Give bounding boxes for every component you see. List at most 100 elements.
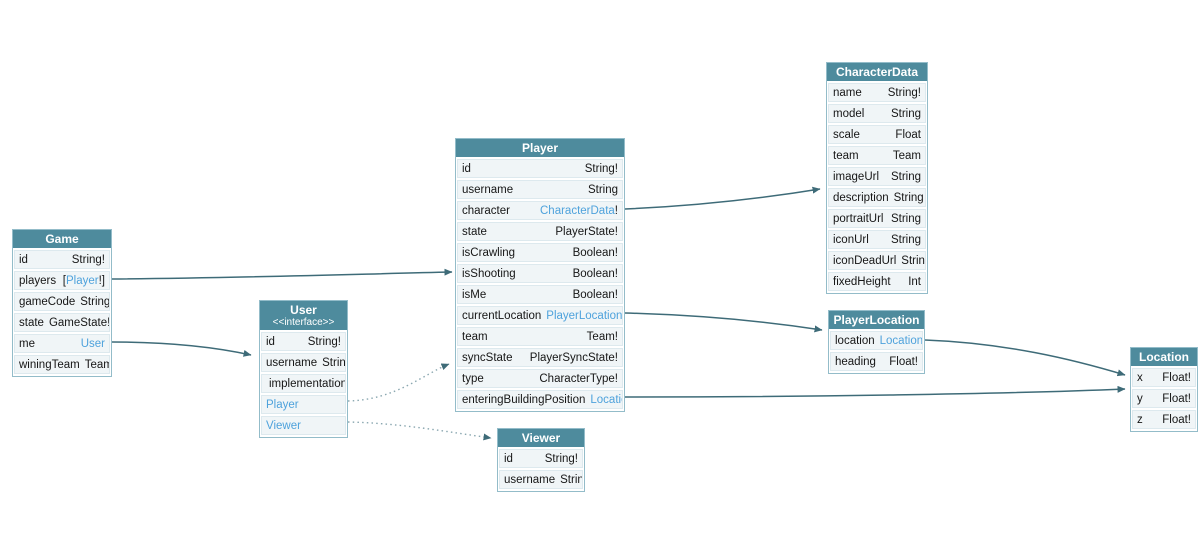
field-type: Location! (879, 334, 923, 347)
type-link-PlayerLocation[interactable]: PlayerLocation (546, 309, 623, 322)
table-header: Viewer (498, 429, 584, 448)
field-row-scale[interactable]: scale Float (828, 125, 926, 145)
type-text: ! (622, 310, 623, 322)
type-link-User[interactable]: User (80, 337, 105, 350)
field-name: state (19, 316, 44, 329)
field-row-players[interactable]: players[Player!] (14, 271, 110, 291)
type-text: Team (892, 149, 921, 162)
field-row-iconDeadUrl[interactable]: iconDeadUrl String (828, 251, 926, 271)
table-title: Viewer (521, 431, 561, 445)
type-text: Team! (586, 330, 618, 343)
type-link-Player[interactable]: Player (66, 274, 99, 287)
type-text: String (322, 356, 346, 369)
type-text: Float! (1162, 413, 1191, 426)
edge-player-currentlocation-to-playerlocation (624, 312, 823, 333)
field-name: z (1137, 413, 1143, 426)
field-type: String (901, 255, 925, 267)
field-row-team[interactable]: team Team! (457, 327, 623, 347)
type-text: String (560, 473, 582, 486)
field-name: name (833, 86, 862, 99)
type-text: String (893, 191, 924, 204)
field-type: String (891, 213, 921, 225)
implementation-link-Player[interactable]: Player (261, 395, 346, 415)
field-row-team[interactable]: team Team (828, 146, 926, 166)
field-type: User (81, 338, 105, 350)
field-name: gameCode (19, 295, 76, 308)
field-row-z[interactable]: z Float! (1132, 410, 1196, 430)
type-text: Int (908, 275, 921, 288)
field-name: players (19, 274, 57, 287)
type-text: CharacterType! (539, 372, 618, 385)
table-title: Game (45, 232, 79, 246)
table-header: Game (13, 230, 111, 249)
field-name: id (19, 253, 28, 266)
table-header: User <<interface>> (260, 301, 347, 331)
field-name: x (1137, 371, 1143, 384)
field-row-name[interactable]: name String! (828, 83, 926, 103)
field-type: CharacterData! (540, 205, 618, 217)
implementation-link-Viewer[interactable]: Viewer (261, 416, 346, 436)
field-type: Team! (587, 331, 618, 343)
type-link-CharacterData[interactable]: CharacterData (540, 204, 615, 217)
type-table-playerlocation[interactable]: PlayerLocation locationLocation!headingF… (828, 310, 925, 375)
type-text: String (890, 170, 921, 183)
field-row-id[interactable]: id String! (14, 250, 110, 270)
field-type: String! (72, 254, 105, 266)
field-type: String (891, 171, 921, 183)
field-row-winingTeam[interactable]: winingTeam Team (14, 355, 110, 375)
field-name: state (462, 225, 487, 238)
field-type: String (322, 356, 346, 369)
type-text: [ (62, 274, 66, 287)
field-name: team (462, 330, 488, 343)
type-link-Location[interactable]: Location (879, 334, 923, 347)
field-name: iconDeadUrl (833, 254, 897, 267)
field-type: String! (585, 163, 618, 175)
type-text: String! (71, 253, 105, 266)
field-name: winingTeam (19, 358, 80, 371)
field-name: team (833, 149, 859, 162)
type-text: Float (895, 128, 921, 141)
field-name: scale (833, 128, 860, 141)
field-type: String (588, 184, 618, 196)
table-rows: idString!players[Player!]gameCodeString!… (13, 250, 111, 375)
field-row-enteringBuildingPosition[interactable]: enteringBuildingPositionLocation (457, 390, 623, 410)
type-text: Team (84, 358, 109, 371)
type-text: String! (887, 86, 921, 99)
table-title: PlayerLocation (833, 313, 920, 327)
type-link-Location[interactable]: Location (590, 393, 622, 406)
